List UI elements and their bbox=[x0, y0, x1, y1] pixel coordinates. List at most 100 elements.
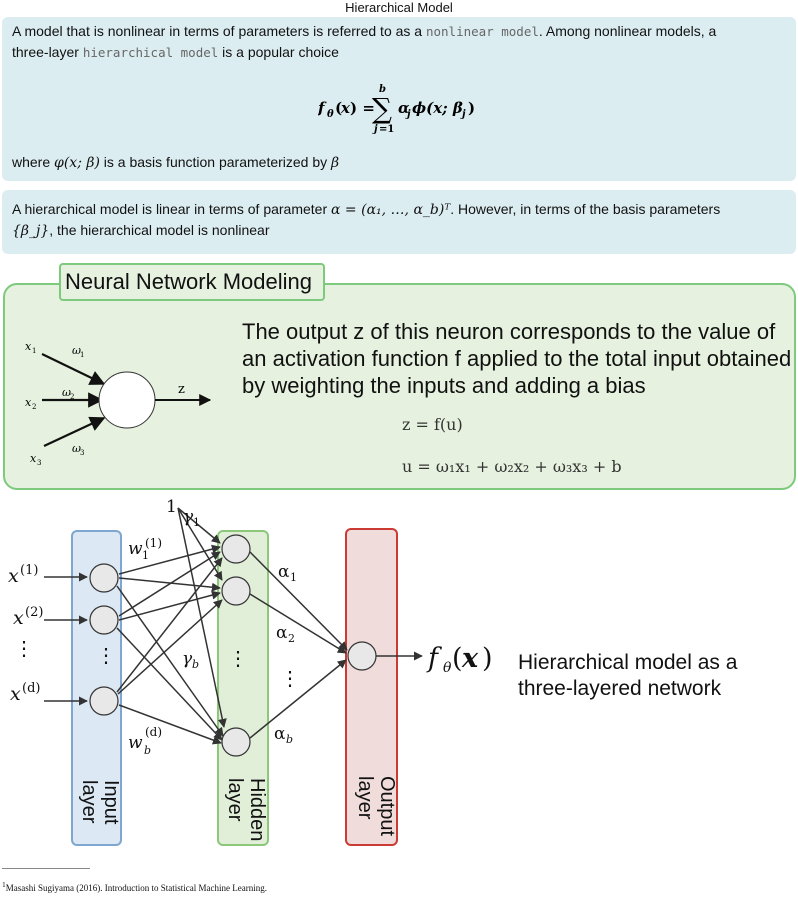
svg-text:(: ( bbox=[452, 643, 463, 674]
text: A hierarchical model is linear in terms … bbox=[12, 201, 332, 217]
input-node-1 bbox=[89, 563, 119, 593]
svg-text:(: ( bbox=[335, 99, 342, 117]
footnote-divider bbox=[2, 868, 90, 869]
svg-text:): ) bbox=[468, 99, 475, 117]
svg-text:) =: ) = bbox=[350, 99, 375, 117]
footnote: 1Masashi Sugiyama (2016). Introduction t… bbox=[2, 880, 267, 893]
svg-text:α: α bbox=[278, 562, 290, 582]
code-nonlinear-model: nonlinear model bbox=[425, 24, 539, 39]
svg-text:θ: θ bbox=[327, 109, 334, 120]
neuron-description: The output z of this neuron corresponds … bbox=[242, 319, 792, 398]
svg-text:x: x bbox=[25, 396, 32, 409]
equation-u: u = ω₁x₁ + ω₂x₂ + ω₃x₃ + b bbox=[402, 457, 622, 476]
hidden-node-1 bbox=[221, 534, 251, 564]
svg-text:j: j bbox=[405, 109, 411, 120]
text: . However, in terms of the basis paramet… bbox=[450, 201, 721, 217]
svg-text:α: α bbox=[276, 623, 288, 643]
input-edge-1 bbox=[41, 353, 106, 385]
math-beta-set: {β_j} bbox=[12, 223, 50, 239]
svg-text:(1): (1) bbox=[145, 536, 162, 550]
neuron-node bbox=[98, 371, 156, 429]
neural-network-title: Neural Network Modeling bbox=[59, 263, 325, 301]
svg-text:1: 1 bbox=[166, 497, 177, 517]
input-node-d bbox=[89, 686, 119, 716]
svg-text:): ) bbox=[482, 643, 493, 674]
text: where bbox=[12, 154, 55, 170]
network-caption: Hierarchical model as a three-layered ne… bbox=[518, 651, 738, 700]
svg-text:θ: θ bbox=[443, 660, 452, 676]
text: , the hierarchical model is nonlinear bbox=[49, 222, 270, 238]
linearity-box: A hierarchical model is linear in terms … bbox=[2, 190, 796, 254]
svg-text:2: 2 bbox=[288, 632, 295, 645]
definition-line-1: A model that is nonlinear in terms of pa… bbox=[12, 21, 786, 42]
svg-text:2: 2 bbox=[32, 403, 36, 411]
svg-text:z: z bbox=[178, 382, 185, 397]
svg-text:ω: ω bbox=[62, 386, 71, 399]
math-beta: β bbox=[331, 155, 340, 171]
svg-text:γ: γ bbox=[183, 507, 194, 527]
input-edge-3 bbox=[43, 416, 106, 447]
svg-text:b: b bbox=[379, 84, 386, 95]
definition-line-2: three-layer hierarchical model is a popu… bbox=[12, 42, 786, 63]
text: is a basis function parameterized by bbox=[99, 154, 332, 170]
svg-text:α: α bbox=[398, 99, 410, 117]
svg-text:b: b bbox=[286, 733, 293, 746]
footnote-text: Masashi Sugiyama (2016). Introduction to… bbox=[5, 883, 267, 893]
code-hierarchical-model: hierarchical model bbox=[82, 45, 219, 60]
svg-text:2: 2 bbox=[70, 393, 74, 401]
svg-text:w: w bbox=[128, 539, 143, 559]
svg-text:γ: γ bbox=[182, 649, 193, 669]
svg-text:(1): (1) bbox=[20, 563, 38, 578]
svg-text:x: x bbox=[10, 683, 21, 705]
linearity-line-1: A hierarchical model is linear in terms … bbox=[12, 199, 786, 220]
output-node bbox=[347, 641, 377, 671]
svg-text:3: 3 bbox=[37, 459, 41, 467]
linearity-line-2: {β_j}, the hierarchical model is nonline… bbox=[12, 220, 786, 241]
text: three-layer bbox=[12, 44, 83, 60]
where-line: where φ(x; β) is a basis function parame… bbox=[12, 152, 339, 173]
svg-text:1: 1 bbox=[32, 347, 36, 355]
hidden-node-b bbox=[221, 727, 251, 757]
svg-text:ω: ω bbox=[72, 442, 81, 455]
text: is a popular choice bbox=[218, 44, 339, 60]
output-layer-box bbox=[345, 528, 398, 846]
equation-z: z = f(u) bbox=[402, 415, 463, 434]
math-alpha: α = (α₁, …, α_b)ᵀ bbox=[331, 202, 451, 218]
svg-text:3: 3 bbox=[80, 449, 84, 457]
page-title: Hierarchical Model bbox=[345, 0, 453, 15]
svg-text:x: x bbox=[30, 452, 37, 465]
svg-text:(d): (d) bbox=[145, 725, 162, 739]
svg-text:x: x bbox=[25, 340, 32, 353]
svg-text:(2): (2) bbox=[25, 605, 43, 620]
svg-text:1: 1 bbox=[290, 571, 297, 584]
svg-text:x: x bbox=[461, 643, 479, 674]
svg-text:f: f bbox=[426, 643, 442, 674]
svg-text:∑: ∑ bbox=[372, 92, 392, 125]
svg-text:x: x bbox=[13, 607, 24, 629]
svg-text:⋮: ⋮ bbox=[14, 636, 34, 660]
svg-text:x: x bbox=[8, 565, 19, 587]
footnote-mark: 1 bbox=[2, 880, 6, 889]
svg-text:b: b bbox=[144, 744, 151, 757]
svg-text:x: x bbox=[340, 99, 351, 117]
svg-text:⋮: ⋮ bbox=[228, 646, 248, 670]
eq-f: f bbox=[318, 99, 327, 117]
hidden-layer-label: Hidden layer bbox=[224, 778, 268, 842]
svg-text:α: α bbox=[274, 724, 286, 744]
svg-text:1: 1 bbox=[142, 549, 149, 562]
svg-text:(d): (d) bbox=[22, 681, 40, 696]
output-layer-label: Output layer bbox=[354, 776, 398, 837]
svg-text:ϕ(x; β: ϕ(x; β bbox=[412, 99, 463, 117]
definition-box: A model that is nonlinear in terms of pa… bbox=[2, 17, 796, 181]
svg-text:j: j bbox=[460, 109, 466, 120]
hidden-node-2 bbox=[221, 576, 251, 606]
svg-text:ω: ω bbox=[72, 344, 81, 357]
svg-text:⋮: ⋮ bbox=[96, 643, 116, 667]
svg-text:b: b bbox=[192, 658, 199, 671]
text: A model that is nonlinear in terms of pa… bbox=[12, 23, 426, 39]
svg-text:⋮: ⋮ bbox=[280, 666, 300, 690]
svg-text:w: w bbox=[128, 733, 143, 753]
model-equation: f θ ( x ) = b ∑ j =1 α j ϕ(x; β j ) bbox=[318, 84, 475, 135]
